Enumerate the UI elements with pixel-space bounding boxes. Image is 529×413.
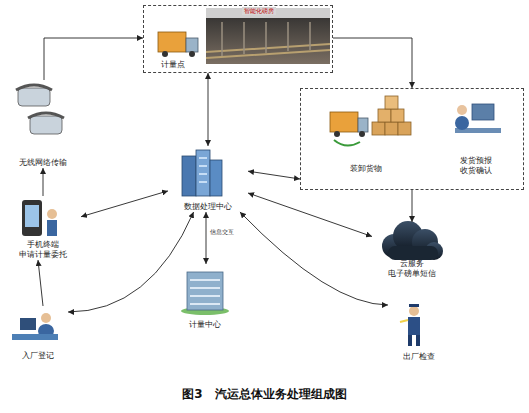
- photo-rails: [206, 44, 330, 58]
- metering-center-node: 计量中心: [175, 264, 235, 330]
- figure-caption: 图3 汽运总体业务处理组成图: [0, 386, 529, 403]
- connector-arrow: [38, 260, 43, 306]
- cargo-box: [385, 96, 398, 109]
- phone-screen: [25, 205, 39, 227]
- flashlight: [400, 320, 408, 322]
- wireless-node: 无线网络传输: [5, 80, 81, 168]
- truck-wheel: [359, 131, 365, 137]
- server-lights: [199, 158, 207, 182]
- guard-body: [408, 317, 420, 335]
- connector-arrow: [248, 171, 300, 179]
- guard-leg: [416, 335, 420, 346]
- node-text: 出厂检查: [403, 352, 435, 362]
- loading-node: 装卸货物: [321, 94, 411, 174]
- truck-wheel: [334, 131, 340, 137]
- metering-point-box: 智能化磅房计量点: [143, 5, 333, 73]
- node-text: 计量中心: [189, 320, 221, 330]
- telephone-handset: [28, 113, 64, 118]
- connector-arrow: [412, 190, 413, 222]
- server-block: [210, 160, 222, 196]
- cargo-box: [398, 122, 411, 135]
- node-text: 无线网络传输: [19, 158, 67, 168]
- node-text: 智能化磅房: [242, 7, 276, 15]
- dispatch-node: 发货预报 收货确认: [431, 94, 521, 176]
- cargo-box: [385, 122, 398, 135]
- data-center-node: 数据处理中心: [168, 146, 248, 212]
- monitor: [20, 318, 36, 330]
- mobile-phone: [22, 200, 42, 236]
- person-head: [47, 209, 57, 219]
- mobile-terminal-node: 手机终端 申请计量委托: [5, 196, 81, 260]
- truck-cargo: [330, 112, 358, 132]
- photo-title-strip: [206, 8, 330, 18]
- connector-arrow: [333, 38, 412, 88]
- node-text: 手机终端 申请计量委托: [14, 240, 72, 260]
- node-text: 发货预报 收货确认: [456, 156, 496, 176]
- loading-arrow: [334, 140, 360, 146]
- cloud-base: [388, 246, 438, 260]
- connector-arrow: [206, 212, 207, 264]
- exit-node: 出厂检查: [388, 302, 450, 362]
- connector-arrow: [44, 38, 143, 80]
- node-text: 计量点: [161, 60, 185, 70]
- person-head: [457, 105, 467, 115]
- connector-arrow: [248, 193, 372, 236]
- person-body: [455, 116, 469, 130]
- node-text: 装卸货物: [336, 164, 396, 174]
- building: [187, 272, 223, 310]
- connector-arrow: [208, 73, 209, 146]
- truck-wheel: [162, 51, 168, 57]
- server-block: [196, 150, 210, 196]
- telephone: [30, 116, 62, 134]
- person-head: [41, 313, 51, 323]
- guard-leg: [408, 335, 412, 346]
- server-block: [182, 156, 196, 196]
- truck-cab: [186, 38, 198, 52]
- monitor: [472, 104, 494, 120]
- truck-cab: [358, 118, 368, 132]
- connector-arrow: [43, 168, 44, 196]
- truck-wheel: [189, 51, 195, 57]
- desk: [12, 334, 58, 340]
- guard-cap: [409, 304, 419, 307]
- cloud-node: 云服务 电子磅单短信: [372, 222, 452, 279]
- truck-cargo: [158, 32, 186, 52]
- node-text: 入厂登记: [22, 351, 54, 361]
- cloud-symbol: [382, 221, 443, 260]
- loading-group-box: 装卸货物 发货预报 收货确认: [300, 88, 524, 190]
- weighbridge-photo: [206, 8, 330, 64]
- node-text: 数据处理中心: [184, 202, 232, 212]
- connector-arrow: [240, 212, 388, 305]
- node-text: 云服务 电子磅单短信: [383, 259, 441, 279]
- photo-posts: [222, 22, 310, 56]
- telephone: [18, 88, 50, 106]
- cargo-box: [391, 109, 404, 122]
- cargo-box: [378, 109, 391, 122]
- connector-arrow: [81, 191, 168, 217]
- person-head: [409, 306, 419, 316]
- telephone-handset: [16, 85, 52, 90]
- building-windows: [190, 280, 220, 304]
- person-body: [47, 220, 57, 236]
- edge-label: 信息交互: [210, 228, 234, 236]
- connector-arrow: [68, 212, 194, 312]
- entry-node: 入厂登记: [8, 306, 68, 361]
- cargo-box: [372, 122, 385, 135]
